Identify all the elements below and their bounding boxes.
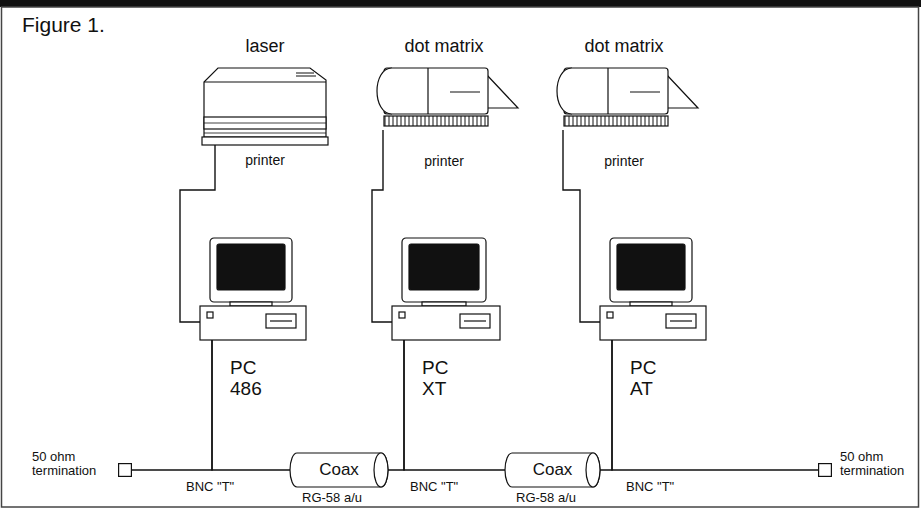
cable-part-label: RG-58 a/u [302,491,362,505]
coax-cable: Coax [505,453,600,487]
tractor-feed [564,116,668,126]
printer-seam [608,68,660,114]
printer-base [202,137,328,145]
cable-line [212,340,290,470]
cable-label: Coax [319,461,359,480]
coax-cable: Coax [290,453,388,487]
cable-line [132,340,212,470]
printer-label: printer [245,153,285,168]
terminator: 50 ohm termination [818,463,832,477]
monitor [610,238,692,302]
tractor-feed [384,116,488,126]
computer: PC AT [600,238,706,340]
cable-body [505,453,600,487]
printer-label: printer [604,154,644,169]
terminator-label: 50 ohm termination [32,450,110,479]
printer: dot matrixprinter [548,62,700,130]
cable-line [404,340,505,470]
panel-border [2,7,919,507]
screen [617,244,685,290]
printer-lid [204,81,326,82]
printer-seam [428,68,480,114]
monitor-stand [630,302,672,306]
cable-part-label: BNC "T" [186,480,234,494]
cable-part-label: BNC "T" [410,480,458,494]
computer: PC XT [392,238,500,340]
printer-body [384,68,488,114]
monitor-stand [230,302,272,306]
cable-line [563,130,600,322]
system-unit [200,306,306,340]
monitor-stand [422,302,466,306]
monitor [210,238,292,302]
paper-guide [486,74,518,108]
drive-bay [460,314,490,328]
laser-printer-drawing [200,60,330,145]
computer-label: PC XT [422,358,466,400]
cable-end [586,453,600,487]
cable-label: Coax [533,461,573,480]
terminator: 50 ohm termination [118,463,132,477]
computer-label: PC AT [630,358,674,400]
printer-type: laser [245,37,284,57]
cable-line [372,130,392,322]
terminator-body [119,464,132,477]
top-rule [0,0,921,7]
computer-label: PC 486 [230,358,274,400]
drive-slot [670,320,692,321]
cable-body [290,453,388,487]
cable-part-label: BNC "T" [626,480,674,494]
cable-line [600,340,612,470]
printer-label: printer [424,154,464,169]
computer-drawing [392,238,500,340]
drive-bay [266,314,296,328]
system-unit [600,306,706,340]
tray-lines [204,123,326,133]
drive-bay [666,314,696,328]
printer-body [564,68,668,114]
terminator-body [819,464,832,477]
monitor [402,238,486,302]
system-unit [392,306,500,340]
power-button [607,312,613,318]
screen [217,244,285,290]
dot-matrix-printer-drawing [368,62,520,130]
printer: dot matrixprinter [368,62,520,130]
cable-line [612,340,818,470]
figure-title: Figure 1. [22,13,105,36]
cable-end [374,453,388,487]
printer-type: dot matrix [584,37,663,57]
drive-slot [464,320,486,321]
cable-part-label: RG-58 a/u [516,491,576,505]
terminator-square [118,463,132,477]
computer: PC 486 [200,238,306,340]
printer-body [204,68,326,137]
printer-vents [296,73,316,76]
terminator-label: 50 ohm termination [840,450,918,479]
computer-drawing [200,238,306,340]
screen [409,244,479,290]
terminator-square [818,463,832,477]
power-button [399,312,405,318]
paper-guide [666,74,698,108]
dot-matrix-printer-drawing [548,62,700,130]
power-button [207,312,213,318]
printer: laserprinter [200,60,330,145]
printer-type: dot matrix [404,37,483,57]
cable-line [388,340,404,470]
platen [377,68,392,114]
computer-drawing [600,238,706,340]
platen [557,68,572,114]
drive-slot [270,320,292,321]
